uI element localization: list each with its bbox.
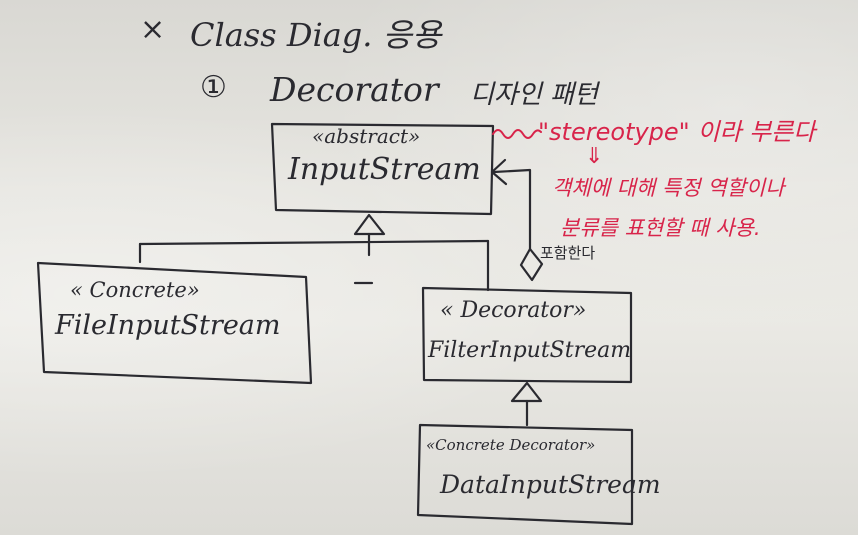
stereotype-squiggle — [492, 129, 542, 139]
heading-title: Class Diag. 응용 — [190, 16, 442, 54]
composition-diamond — [519, 247, 544, 282]
item-title: Decorator — [270, 70, 439, 109]
data-input-stream-stereotype: «Concrete Decorator» — [426, 436, 596, 454]
explanation-line-2: 분류를 표현할 때 사용. — [560, 216, 761, 240]
file-input-stream-box — [36, 261, 313, 385]
input-stream-name: InputStream — [288, 152, 481, 187]
composition-arrowhead — [490, 158, 508, 186]
data-input-stream-box — [416, 423, 634, 526]
composition-label: 포함한다 — [540, 244, 596, 262]
item-title-korean: 디자인 패턴 — [470, 80, 598, 110]
input-stream-box — [270, 122, 495, 216]
explanation-line-1: 객체에 대해 특정 역할이나 — [552, 176, 785, 200]
item-number: ① — [200, 70, 227, 105]
filter-input-stream-box — [421, 286, 633, 384]
inheritance-bar — [138, 239, 490, 246]
filter-input-stream-name: FilterInputStream — [428, 338, 632, 363]
composition-line — [492, 168, 532, 251]
file-input-stream-name: FileInputStream — [55, 310, 281, 341]
stereotype-note: "stereotype" 이라 부른다 — [538, 118, 816, 146]
input-stream-stereotype: «abstract» — [312, 124, 421, 148]
data-input-stream-name: DataInputStream — [440, 470, 661, 499]
heading-bullet: × — [140, 12, 166, 47]
note-down-arrow: ⇓ — [585, 144, 604, 169]
inheritance-triangle-top — [353, 213, 386, 236]
filter-input-stream-stereotype: « Decorator» — [440, 298, 587, 323]
inheritance-triangle-bottom — [510, 381, 543, 403]
file-input-stream-stereotype: « Concrete» — [70, 278, 200, 302]
